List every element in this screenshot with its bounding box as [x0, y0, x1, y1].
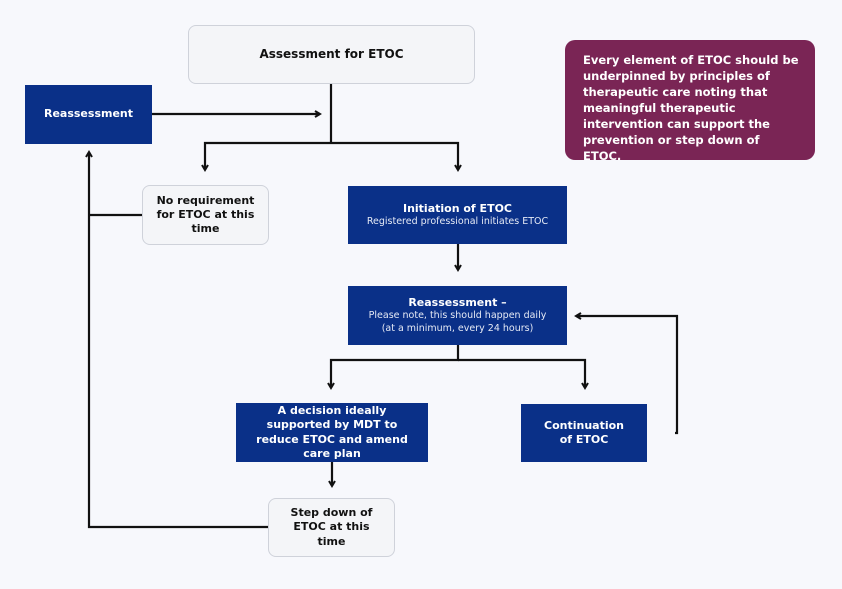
reassessment-title: Reassessment — [43, 107, 133, 121]
step-down-title: Step down of ETOC at this time — [290, 506, 373, 548]
note-text: Every element of ETOC should be underpin… — [583, 53, 799, 163]
initiation-title: Initiation of ETOC — [402, 201, 512, 215]
reassessment-daily-line1: Please note, this should happen daily — [368, 310, 547, 322]
continuation-node: Continuation of ETOC — [521, 404, 647, 462]
connector-split-right — [331, 141, 462, 172]
no-requirement-node: No requirement for ETOC at this time — [142, 185, 269, 245]
assessment-node: Assessment for ETOC — [188, 25, 475, 84]
step-down-node: Step down of ETOC at this time — [268, 498, 395, 557]
decision-node: A decision ideally supported by MDT to r… — [236, 403, 428, 462]
reassessment-daily-node: Reassessment – Please note, this should … — [348, 286, 567, 345]
decision-title: A decision ideally supported by MDT to r… — [256, 403, 408, 460]
initiation-node: Initiation of ETOC Registered profession… — [348, 186, 567, 244]
continuation-title: Continuation of ETOC — [544, 418, 624, 446]
reassessment-daily-title: Reassessment – — [408, 296, 507, 309]
assessment-title: Assessment for ETOC — [259, 46, 404, 61]
no-requirement-title: No requirement for ETOC at this time — [156, 193, 255, 236]
initiation-subtitle: Registered professional initiates ETOC — [366, 215, 549, 227]
connector-stepdown-loop — [85, 150, 268, 529]
connector-reassessment-split-right — [458, 358, 589, 390]
therapeutic-care-note: Every element of ETOC should be underpin… — [565, 40, 815, 163]
connector-continuation-loop — [574, 312, 679, 435]
reassessment-daily-line2: (at a minimum, every 24 hours) — [381, 322, 534, 334]
connector-reassessment-split — [327, 345, 460, 390]
reassessment-node: Reassessment — [25, 85, 152, 144]
connector-split-left — [201, 141, 331, 172]
